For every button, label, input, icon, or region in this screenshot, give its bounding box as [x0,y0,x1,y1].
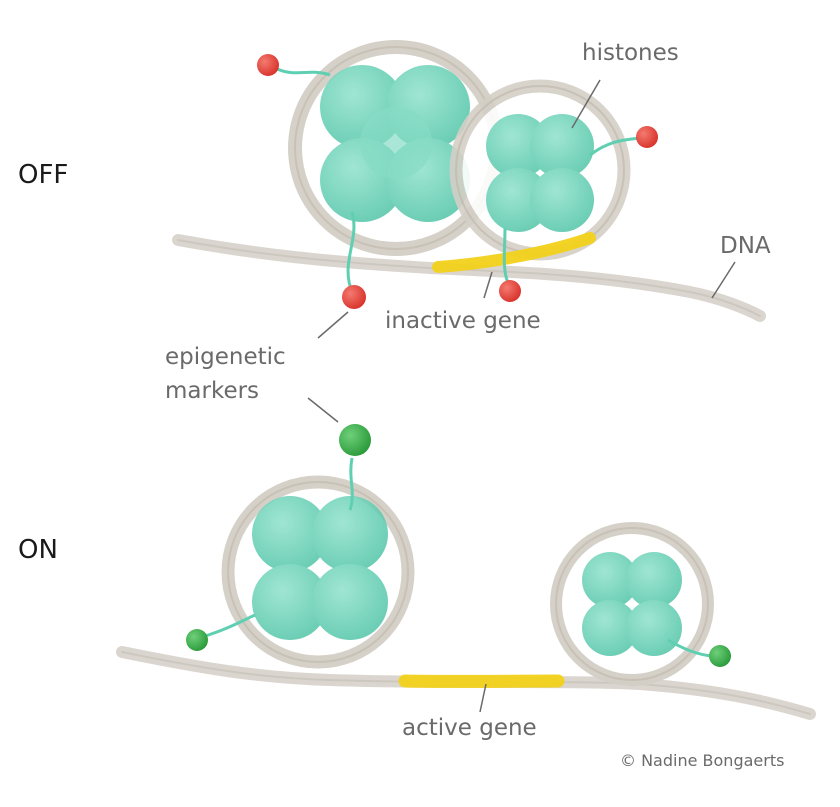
active-gene-label: active gene [402,715,537,741]
leader-histones [571,79,601,129]
epigenetic-markers-line1: epigenetic [165,344,286,370]
epigenetic-marker-green-3 [667,638,731,667]
inactive-gene-label: inactive gene [385,308,541,334]
epigenetic-marker-green-2 [186,613,256,651]
dna-label: DNA [720,233,771,259]
off-panel [172,40,766,339]
epigenetic-markers-line2: markers [165,378,260,404]
nucleosome-on-1 [221,475,415,669]
leader-active-gene [479,683,487,713]
histone-octamer-on-1 [252,496,388,640]
epigenetic-marker-red-2 [342,211,366,309]
nucleosome-off-2 [449,79,631,261]
leader-markers-on [307,397,339,423]
leader-markers-off [317,311,349,339]
inactive-gene-segment [432,232,596,273]
copyright-credit: © Nadine Bongaerts [620,751,785,770]
state-on-label: ON [18,535,58,565]
histone-octamer-off-1 [320,65,470,222]
histones-label: histones [582,40,679,66]
nucleosome-on-2 [550,522,714,686]
dna-strand-off [172,234,766,322]
leader-inactive-gene [483,271,493,299]
on-panel [116,397,816,720]
epigenetic-marker-green-1 [339,424,371,511]
state-off-label: OFF [18,160,69,190]
epigenetic-marker-red-4 [499,227,521,302]
nucleosome-off-1 [288,40,504,256]
leader-dna [711,261,736,299]
histone-octamer-on-2 [582,552,682,656]
epigenetic-marker-red-1 [257,54,331,77]
histone-octamer-off-2 [486,114,594,232]
epigenetic-marker-red-3 [589,126,658,157]
